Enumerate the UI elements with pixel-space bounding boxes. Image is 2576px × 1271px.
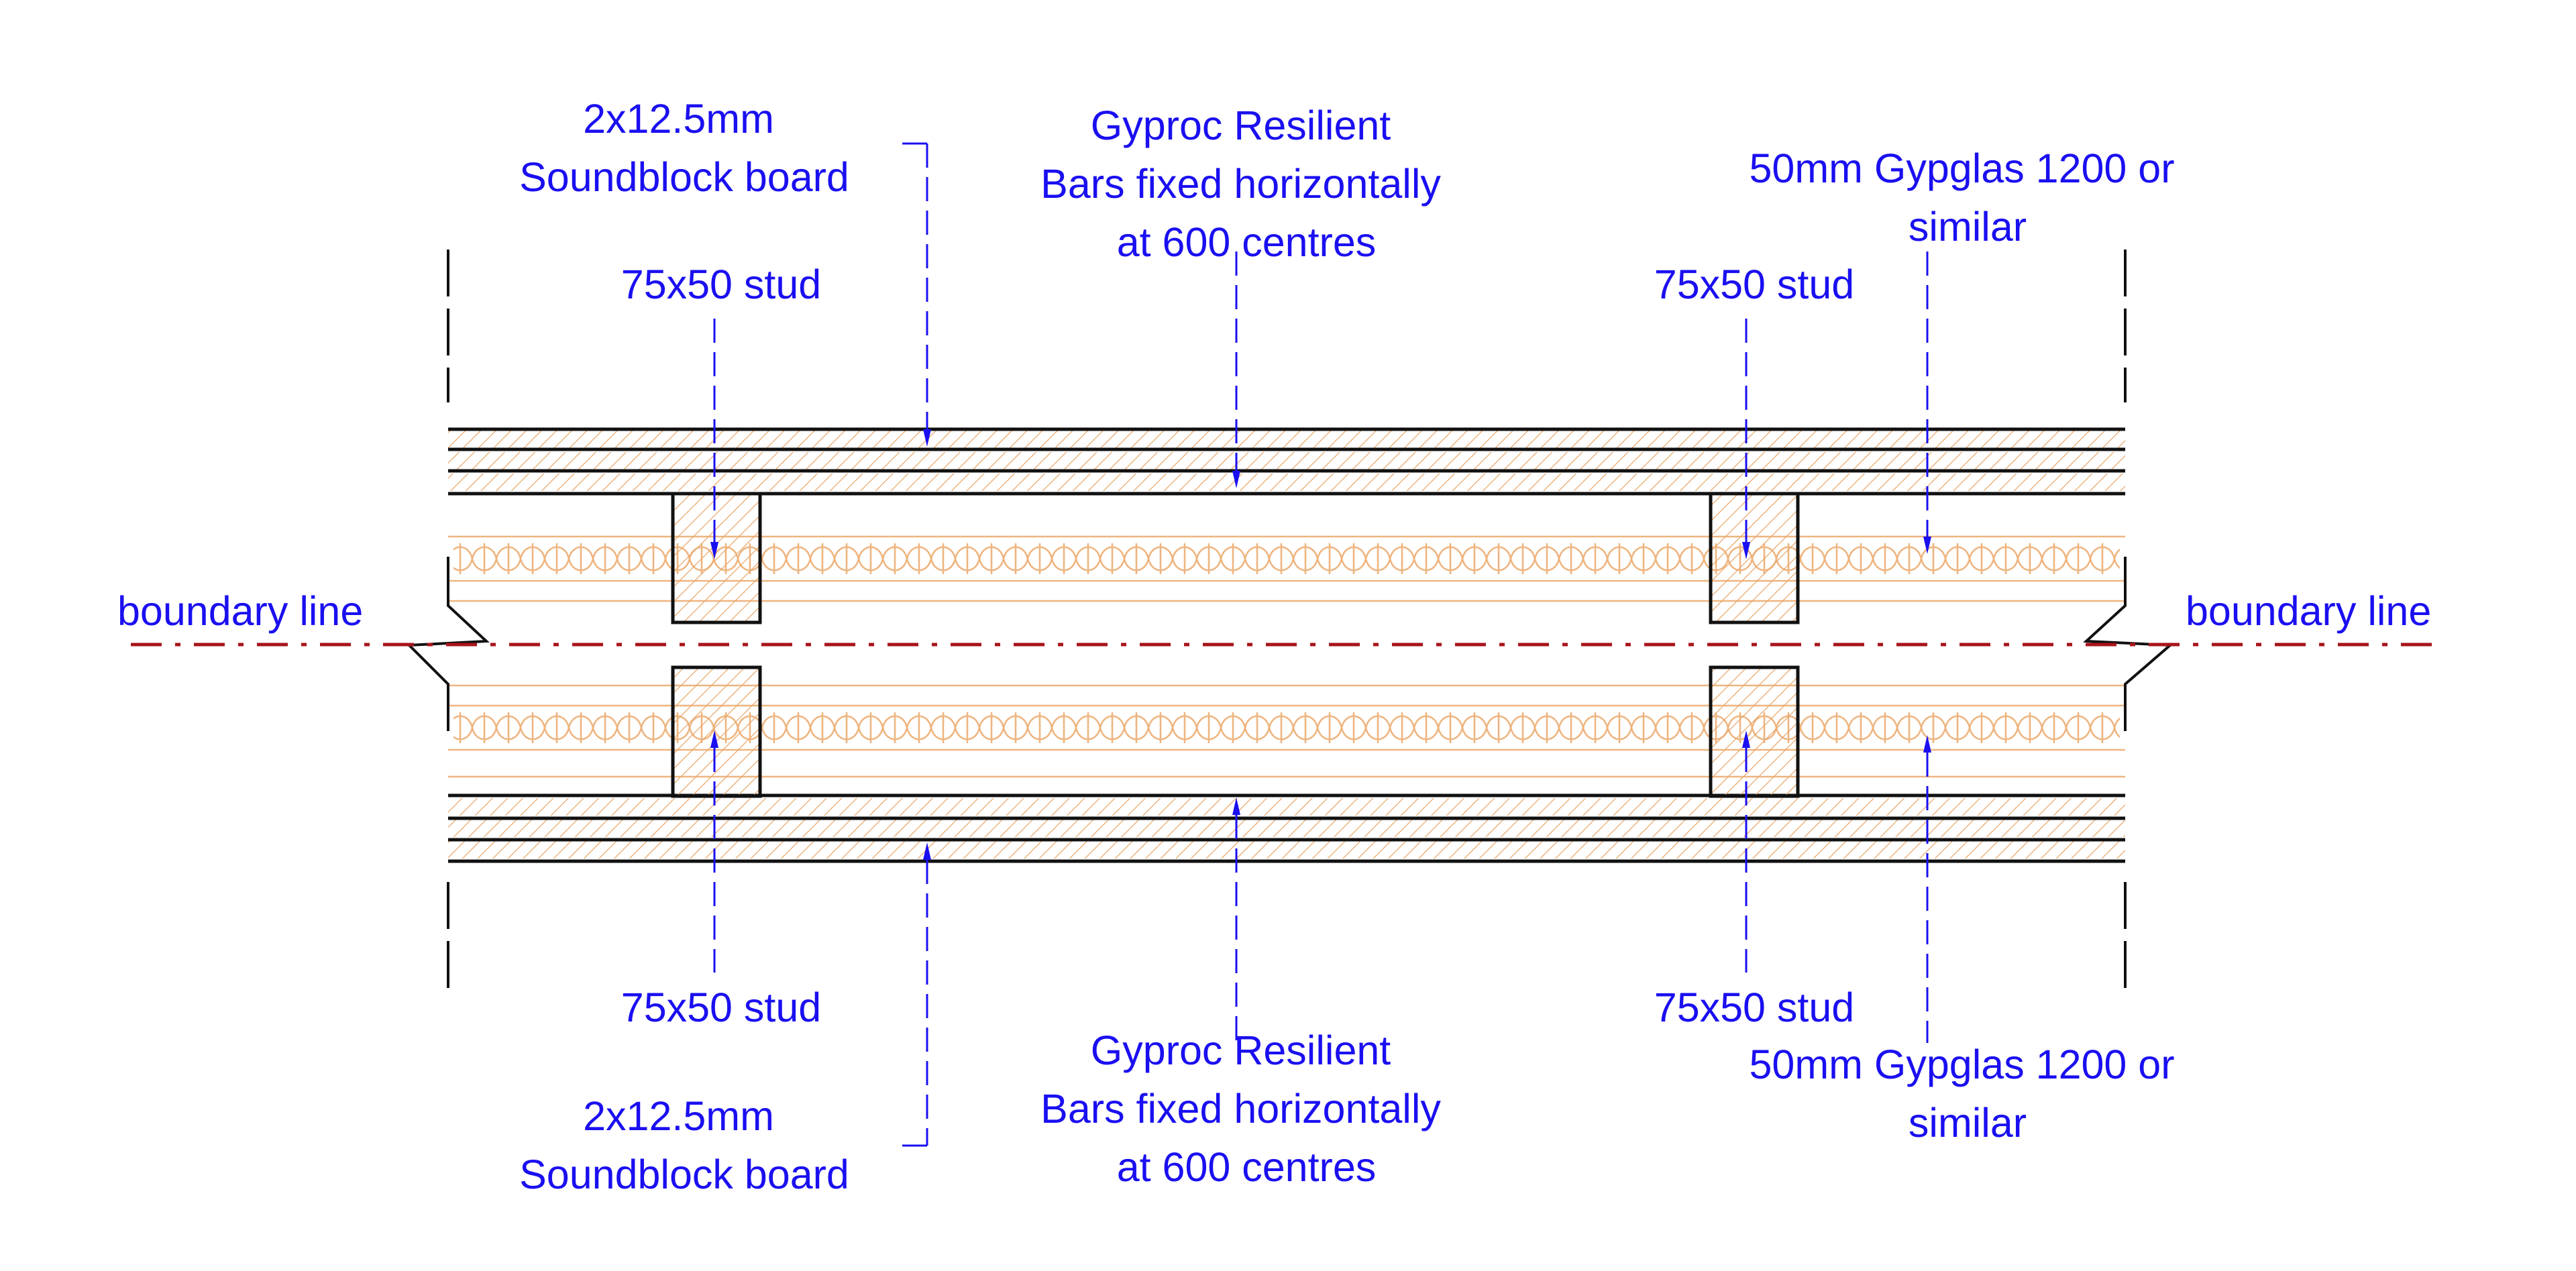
top-insulation-label: 50mm Gypglas 1200 or similar: [1750, 146, 2186, 250]
top-stud-left-label: 75x50 stud: [621, 262, 821, 307]
top-stud-right: [1709, 492, 1800, 624]
bottom-board-layer-2: [448, 841, 2125, 859]
top-resilient-bar: [448, 474, 2125, 491]
top-stud-left: [671, 492, 762, 624]
bottom-stud-right-label: 75x50 stud: [1654, 985, 1854, 1030]
bottom-board-layer-1: [448, 820, 2125, 837]
bottom-insulation-label: 50mm Gypglas 1200 or similar: [1750, 1042, 2186, 1146]
top-wall-leaf: [448, 427, 2125, 624]
leaders: [710, 142, 1931, 1147]
bottom-board-label: 2x12.5mm Soundblock board: [519, 1093, 849, 1197]
bottom-wall-leaf: [448, 665, 2125, 863]
bottom-resilient-bar: [448, 798, 2125, 816]
bottom-stud-right: [1709, 665, 1800, 798]
boundary-line-right-label: boundary line: [2186, 588, 2431, 634]
bottom-stud-left: [671, 665, 762, 798]
boundary-line-left-label: boundary line: [117, 588, 363, 634]
bottom-stud-left-label: 75x50 stud: [621, 985, 821, 1030]
bottom-resilient-label: Gyproc Resilient Bars fixed horizontally…: [1040, 1028, 1452, 1190]
top-stud-right-label: 75x50 stud: [1654, 262, 1854, 307]
top-board-label: 2x12.5mm Soundblock board: [519, 96, 849, 200]
annotations: 2x12.5mm Soundblock board Gyproc Resilie…: [117, 96, 2431, 1197]
top-board-layer-1: [448, 431, 2125, 448]
top-board-layer-2: [448, 452, 2125, 469]
top-resilient-label: Gyproc Resilient Bars fixed horizontally…: [1040, 103, 1452, 265]
